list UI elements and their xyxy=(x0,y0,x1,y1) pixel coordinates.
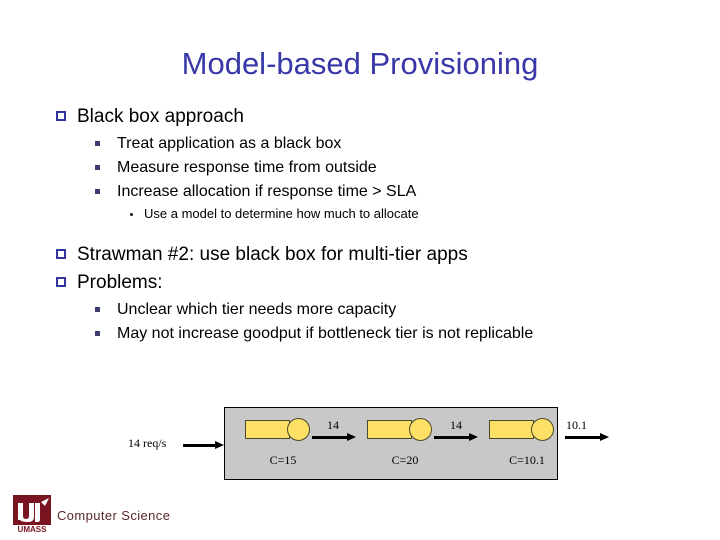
page-title: Model-based Provisioning xyxy=(181,46,539,81)
tier-1-capacity-label: C=15 xyxy=(269,453,297,467)
bullet-level2-label: May not increase goodput if bottleneck t… xyxy=(117,325,534,342)
tier-1-server-icon xyxy=(287,418,310,441)
bullet-level2-increase-allocation: Increase allocation if response time > S… xyxy=(0,180,720,203)
bullet-group-spacer xyxy=(0,224,720,242)
tier-2-queue-icon xyxy=(367,420,412,439)
bullet-level2-treat-application: Treat application as a black box xyxy=(0,132,720,155)
bullet-level1-strawman-2: Strawman #2: use black box for multi-tie… xyxy=(0,242,720,268)
bullet-level2-label: Treat application as a black box xyxy=(117,135,342,152)
small-square-bullet-icon xyxy=(95,141,100,146)
bullet-level2-label: Measure response time from outside xyxy=(117,159,377,176)
bullet-level1-black-box-approach: Black box approach xyxy=(0,104,720,130)
tier-2-server-icon xyxy=(409,418,432,441)
egress-rate-label: 10.1 xyxy=(566,418,587,432)
slide-body: Black box approach Treat application as … xyxy=(0,104,720,346)
tier-3-server-icon xyxy=(531,418,554,441)
slide-footer: UMASS Computer Science xyxy=(8,492,408,536)
square-bullet-icon xyxy=(56,249,66,259)
bullet-level1-label: Strawman #2: use black box for multi-tie… xyxy=(77,244,468,265)
ingress-arrow-icon xyxy=(183,441,224,450)
tier-2-capacity-label: C=20 xyxy=(391,453,419,467)
dot-bullet-icon xyxy=(130,213,133,216)
small-square-bullet-icon xyxy=(95,331,100,336)
tier-1-to-tier-2-arrow-icon xyxy=(312,433,356,442)
bullet-level1-problems: Problems: xyxy=(0,270,720,296)
square-bullet-icon xyxy=(56,111,66,121)
ingress-rate-label: 14 req/s xyxy=(128,436,167,450)
tier-2-output-rate-label: 14 xyxy=(450,418,462,432)
umass-logo-wordmark: UMASS xyxy=(18,525,48,534)
tier-1-queue-icon xyxy=(245,420,290,439)
bullet-level2-may-not-increase-goodput: May not increase goodput if bottleneck t… xyxy=(0,322,720,345)
bullet-level2-label: Unclear which tier needs more capacity xyxy=(117,301,397,318)
footer-org-label: Computer Science xyxy=(57,508,171,523)
square-bullet-icon xyxy=(56,277,66,287)
bullet-level3-use-a-model: Use a model to determine how much to all… xyxy=(0,204,720,224)
tier-3-queue-icon xyxy=(489,420,534,439)
bullet-level2-unclear-which-tier: Unclear which tier needs more capacity xyxy=(0,298,720,321)
multi-tier-queueing-diagram: 14 req/s C=15 14 C=20 14 C=10.1 10.1 xyxy=(0,400,720,492)
tier-3-capacity-label: C=10.1 xyxy=(509,453,545,467)
umass-logo-icon: UMASS xyxy=(13,495,51,534)
small-square-bullet-icon xyxy=(95,165,100,170)
bullet-level3-label: Use a model to determine how much to all… xyxy=(144,206,419,221)
bullet-level2-measure-response-time: Measure response time from outside xyxy=(0,156,720,179)
egress-arrow-icon xyxy=(565,433,609,442)
bullet-level1-label: Black box approach xyxy=(77,106,244,127)
bullet-level1-label: Problems: xyxy=(77,272,163,293)
tier-2-to-tier-3-arrow-icon xyxy=(434,433,478,442)
application-boundary-box xyxy=(224,407,558,480)
tier-1-output-rate-label: 14 xyxy=(327,418,339,432)
small-square-bullet-icon xyxy=(95,307,100,312)
bullet-level2-label: Increase allocation if response time > S… xyxy=(117,183,417,200)
small-square-bullet-icon xyxy=(95,189,100,194)
